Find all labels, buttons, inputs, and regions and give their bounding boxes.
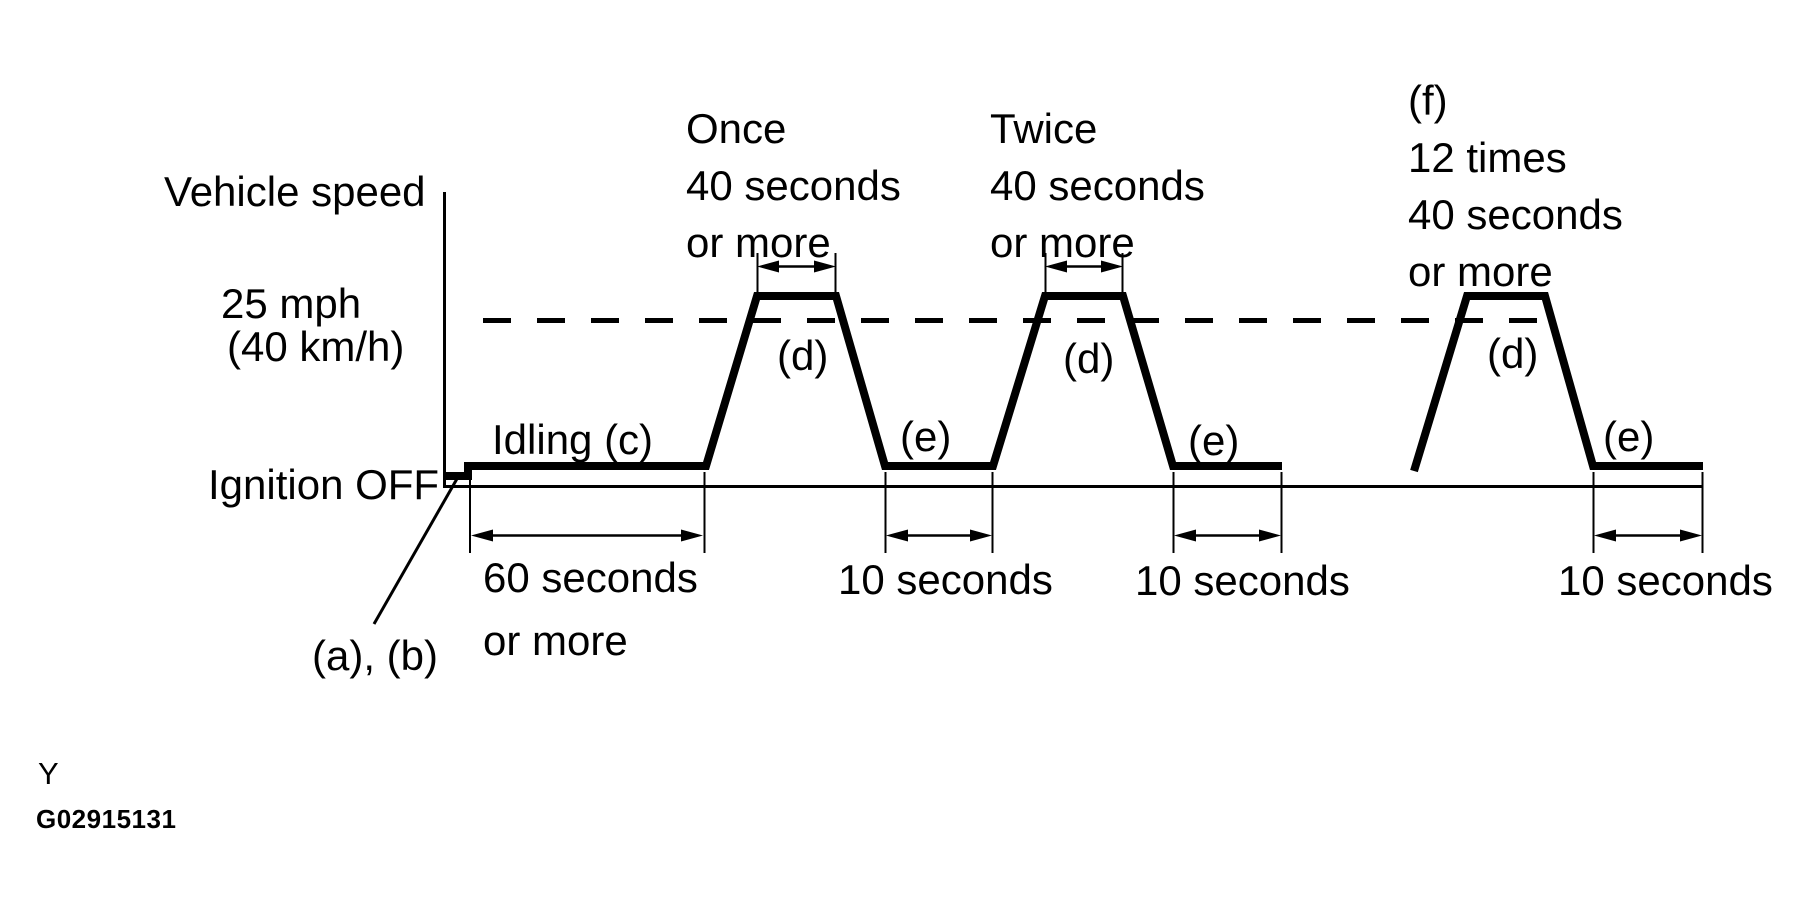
dim-60s-label-line2: or more [483, 617, 628, 664]
callout-ab-label: (a), (b) [312, 632, 438, 679]
dim-10s-label-3: 10 seconds [1558, 557, 1773, 604]
peak1-line1: Once [686, 105, 787, 152]
zone-d-label-3: (d) [1487, 330, 1539, 377]
zone-e-label-3: (e) [1603, 413, 1655, 460]
idling-label: Idling (c) [492, 416, 654, 463]
zone-e-label-2: (e) [1188, 417, 1240, 464]
zone-e-label-1: (e) [900, 413, 952, 460]
dim-10s-label-1: 10 seconds [838, 556, 1053, 603]
figure-code: G02915131 [36, 804, 177, 834]
peak1-annotation: Once 40 seconds or more [686, 100, 901, 271]
peak2-line3: or more [990, 219, 1135, 266]
dim-peak1-plateau [756, 253, 837, 293]
peak3-line1: (f) [1408, 77, 1448, 124]
zone-d-label-2: (d) [1063, 335, 1115, 382]
peak3-line4: or more [1408, 248, 1553, 295]
ignition-off-label: Ignition OFF [208, 461, 440, 508]
peak1-line3: or more [686, 219, 831, 266]
footer-y-marker: Y [38, 756, 59, 791]
peak2-annotation: Twice 40 seconds or more [990, 100, 1205, 271]
peak3-line2: 12 times [1408, 134, 1567, 181]
peak2-line1: Twice [990, 105, 1098, 152]
threshold-label-kmh: (40 km/h) [227, 323, 405, 370]
dim-10s-label-2: 10 seconds [1135, 557, 1350, 604]
dim-peak2-plateau [1044, 253, 1124, 293]
callout-leader-line [372, 476, 460, 625]
zone-d-label-1: (d) [777, 332, 829, 379]
dim-60s-label-line1: 60 seconds [483, 554, 698, 601]
peak2-line2: 40 seconds [990, 162, 1205, 209]
dim-idle-60s [469, 472, 706, 553]
speed-trace-repeat-peak [1410, 292, 1703, 473]
threshold-label-mph: 25 mph [221, 280, 362, 327]
peak3-annotation: (f) 12 times 40 seconds or more [1408, 72, 1623, 300]
dim-dip1-10s [884, 472, 994, 553]
peak3-line3: 40 seconds [1408, 191, 1623, 238]
speed-trace [446, 292, 1282, 480]
dim-dip2-10s [1172, 472, 1283, 553]
y-axis-label: Vehicle speed [164, 168, 426, 215]
dim-dip3-10s [1592, 472, 1704, 553]
peak1-line2: 40 seconds [686, 162, 901, 209]
